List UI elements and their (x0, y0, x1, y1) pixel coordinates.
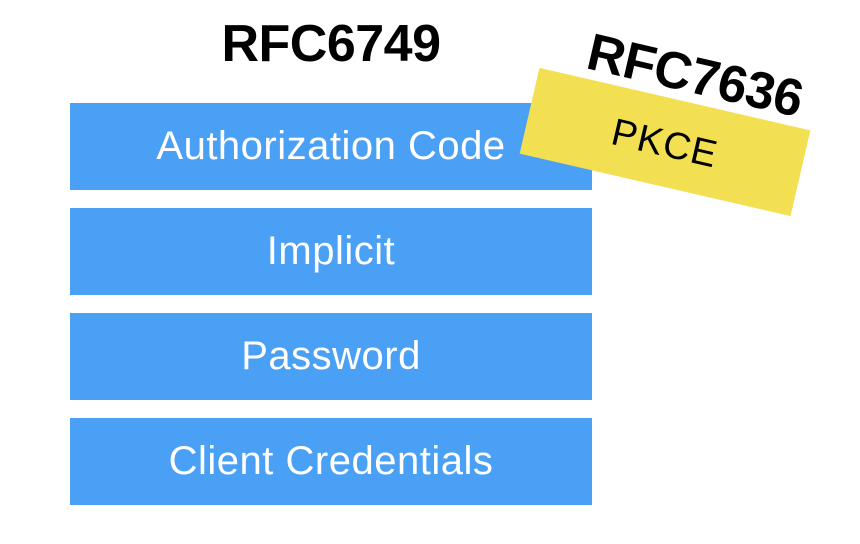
grant-bar-password: Password (70, 313, 592, 400)
grant-bar-password-label: Password (241, 334, 421, 378)
grant-bar-authorization-code-label: Authorization Code (156, 124, 506, 168)
grant-bar-client-credentials-label: Client Credentials (168, 439, 494, 483)
rfc6749-heading: RFC6749 (221, 15, 441, 73)
grant-bar-authorization-code: Authorization Code (70, 103, 592, 190)
pkce-sticker-label: PKCE (607, 110, 722, 177)
grant-bar-client-credentials: Client Credentials (70, 418, 592, 505)
grant-bar-implicit: Implicit (70, 208, 592, 295)
grant-bar-implicit-label: Implicit (266, 229, 396, 273)
